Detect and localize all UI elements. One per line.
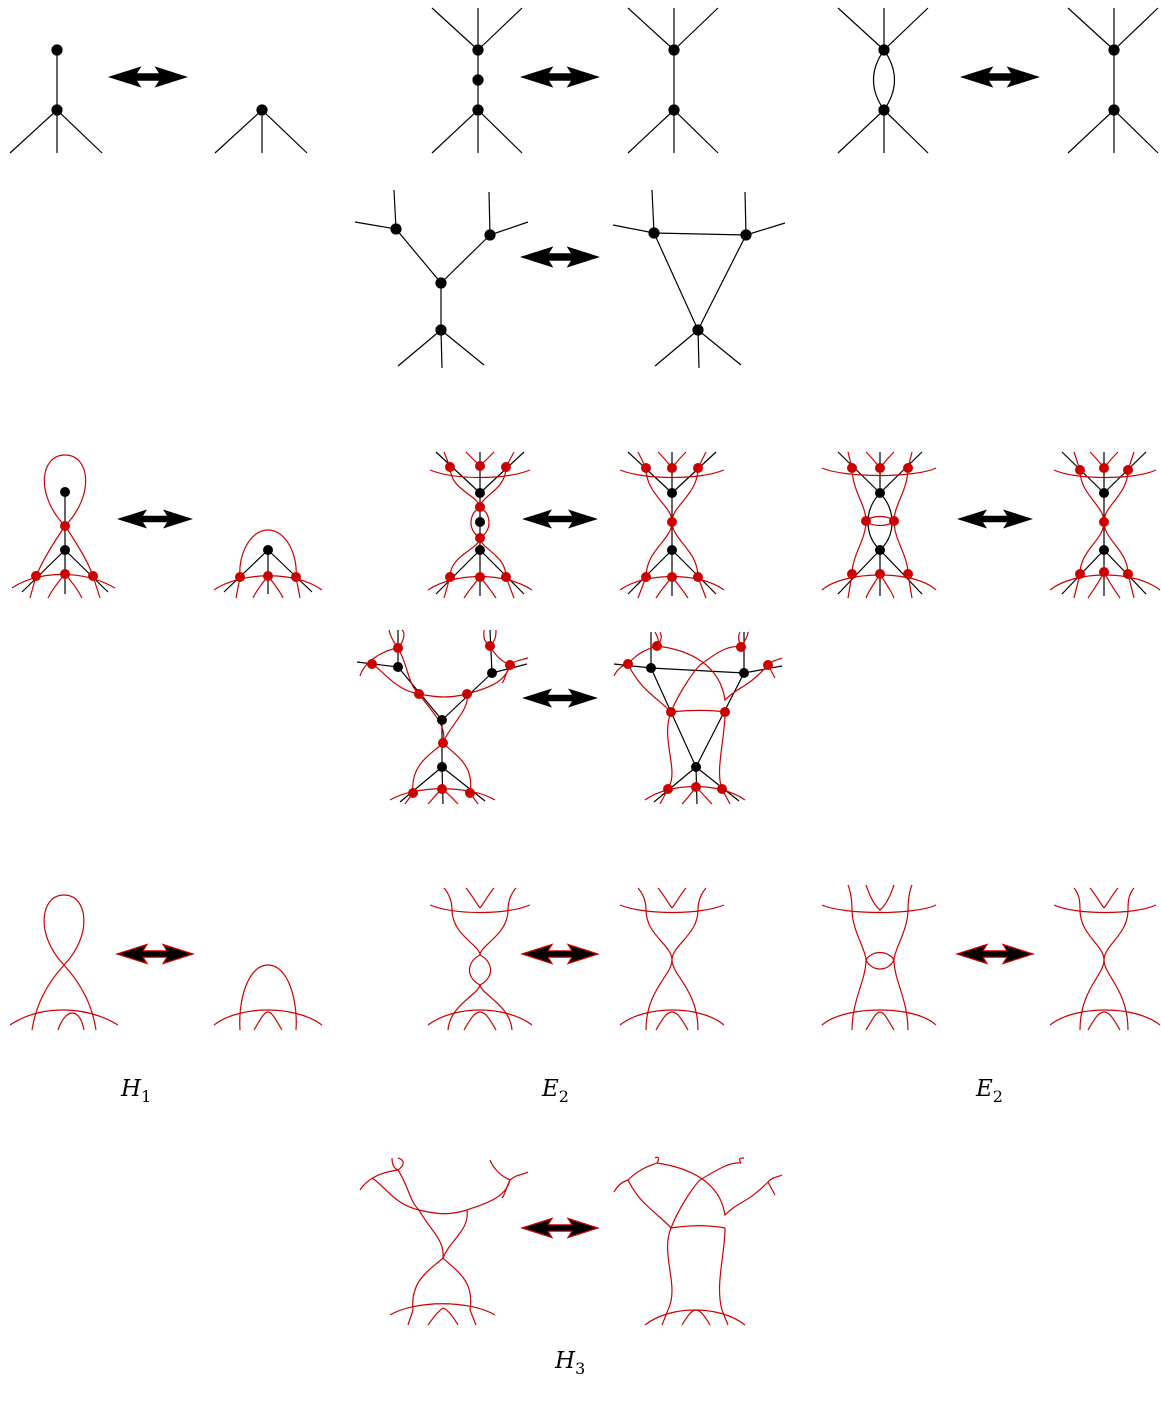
double-headed-arrow-icon xyxy=(521,246,599,268)
overlay-h1-left xyxy=(11,454,116,599)
medial-h1-left xyxy=(9,894,119,1031)
graph-e2a-left xyxy=(431,7,523,154)
double-headed-arrow-icon xyxy=(957,509,1033,529)
double-headed-arrow-icon xyxy=(522,509,598,529)
medial-e2b-left xyxy=(821,884,937,1031)
graph-h1-right xyxy=(214,104,308,154)
label-h3: H3 xyxy=(554,1348,585,1378)
row-graph-with-medial xyxy=(11,451,1161,805)
double-headed-arrow-icon xyxy=(522,688,598,708)
overlay-e2a-left xyxy=(427,451,533,599)
row-graph-moves xyxy=(9,7,1159,369)
medial-e2b-right xyxy=(1049,887,1161,1031)
double-headed-arrow-icon xyxy=(117,509,193,529)
overlay-h3-left xyxy=(356,629,529,805)
double-headed-arrow-icon xyxy=(521,66,599,88)
medial-e2a-left xyxy=(427,887,533,1031)
double-headed-arrow-icon xyxy=(109,66,187,88)
double-headed-arrow-icon xyxy=(961,66,1039,88)
graph-h3-left xyxy=(354,189,529,369)
overlay-e2b-left xyxy=(821,451,937,599)
overlay-e2a-right xyxy=(619,451,725,599)
overlay-e2b-right xyxy=(1049,451,1161,599)
medial-h1-right xyxy=(213,964,323,1031)
double-headed-arrow-icon xyxy=(956,943,1034,965)
medial-h3-left xyxy=(359,1157,529,1326)
move-labels: H1 E2 E2 H3 xyxy=(120,1076,1003,1378)
graph-e2a-right xyxy=(627,7,719,154)
medial-h3-right xyxy=(613,1156,783,1326)
label-e2-right: E2 xyxy=(975,1076,1003,1106)
label-e2-left: E2 xyxy=(541,1076,569,1106)
graph-e2b-right xyxy=(1067,7,1159,154)
graph-e2b-left xyxy=(837,7,929,154)
double-headed-arrow-icon xyxy=(116,943,194,965)
row-medial-moves xyxy=(9,884,1161,1326)
graph-h1-left xyxy=(9,44,103,154)
graph-h3-right xyxy=(612,189,786,369)
double-headed-arrow-icon xyxy=(521,1217,599,1239)
medial-e2a-right xyxy=(619,887,725,1031)
overlay-h1-right xyxy=(213,529,323,599)
double-headed-arrow-icon xyxy=(521,943,599,965)
overlay-h3-right xyxy=(613,631,783,805)
label-h1: H1 xyxy=(120,1076,151,1106)
